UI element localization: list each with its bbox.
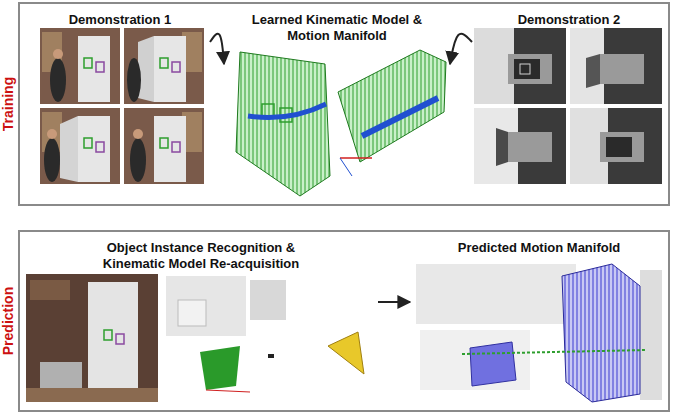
point-cloud: [166, 276, 364, 392]
section-block: Demonstration 1: [30, 8, 210, 203]
flow-arrow: [450, 34, 472, 64]
demo2-photos: [474, 28, 662, 184]
section-heading: Learned Kinematic Model & Motion Manifol…: [237, 8, 437, 43]
section-block: Object Instance Recognition & Kinematic …: [26, 236, 376, 410]
section-heading: Demonstration 1: [35, 8, 205, 28]
prediction-photo: [26, 274, 158, 402]
panel-box: Object Instance Recognition & Kinematic …: [18, 230, 670, 412]
learned-manifolds: [236, 50, 446, 196]
section-block: Learned Kinematic Model & Motion Manifol…: [224, 8, 450, 203]
section-heading: Object Instance Recognition & Kinematic …: [83, 236, 319, 271]
flow-arrow: [378, 301, 410, 303]
section-block: Predicted Motion Manifold: [412, 236, 666, 410]
panel-label: Prediction: [1, 287, 16, 355]
section-heading: Predicted Motion Manifold: [417, 236, 661, 256]
flow-arrow: [210, 34, 224, 64]
predicted-manifold: [416, 264, 662, 402]
demo1-photos: [40, 28, 204, 184]
section-heading: Demonstration 2: [477, 8, 661, 28]
panel-box: Demonstration 1 Learned Kinematic Model &…: [18, 2, 670, 206]
panel-label: Training: [1, 77, 16, 131]
section-block: Demonstration 2: [472, 8, 666, 203]
